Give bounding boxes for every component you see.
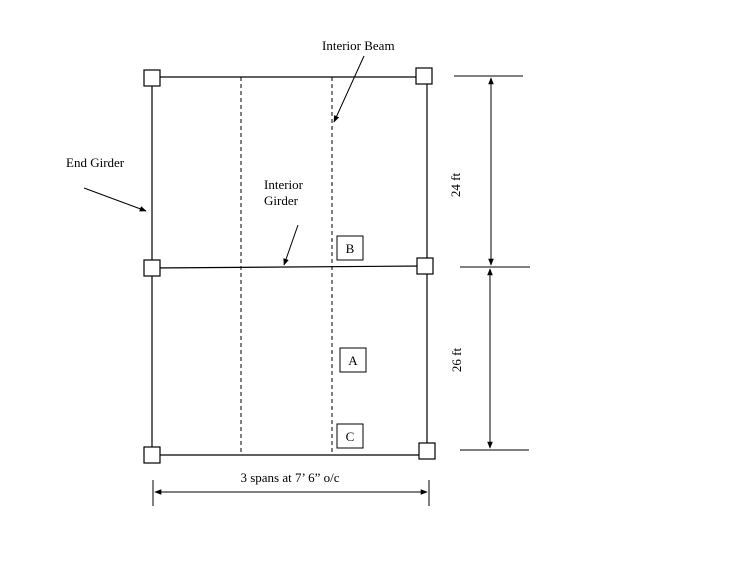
interior-girder-line [151, 265, 425, 269]
panel-c-label: C [346, 429, 355, 444]
panel-b-box [336, 235, 364, 261]
interior-girder-label-line2: Girder [264, 193, 299, 208]
dim-top-label: 24 ft [448, 173, 463, 198]
interior-beam-arrow [333, 55, 365, 123]
interior-girder-label-line1: Interior [264, 177, 304, 192]
panel-a-box [339, 347, 367, 373]
panel-c-box [336, 423, 364, 449]
end-girder-arrow [83, 187, 147, 212]
panel-b-label: B [346, 241, 355, 256]
column-bottom-right [418, 442, 436, 460]
interior-beam-label: Interior Beam [322, 38, 395, 53]
column-mid-right [416, 257, 434, 275]
dim-spans-label: 3 spans at 7’ 6” o/c [240, 470, 339, 485]
column-top-left [143, 69, 161, 87]
column-bottom-left [143, 446, 161, 464]
interior-girder-arrow [283, 224, 299, 266]
panel-a-label: A [348, 353, 358, 368]
dim-bottom-label: 26 ft [449, 348, 464, 373]
column-top-right [415, 67, 433, 85]
end-girder-label: End Girder [66, 155, 125, 170]
column-mid-left [143, 259, 161, 277]
